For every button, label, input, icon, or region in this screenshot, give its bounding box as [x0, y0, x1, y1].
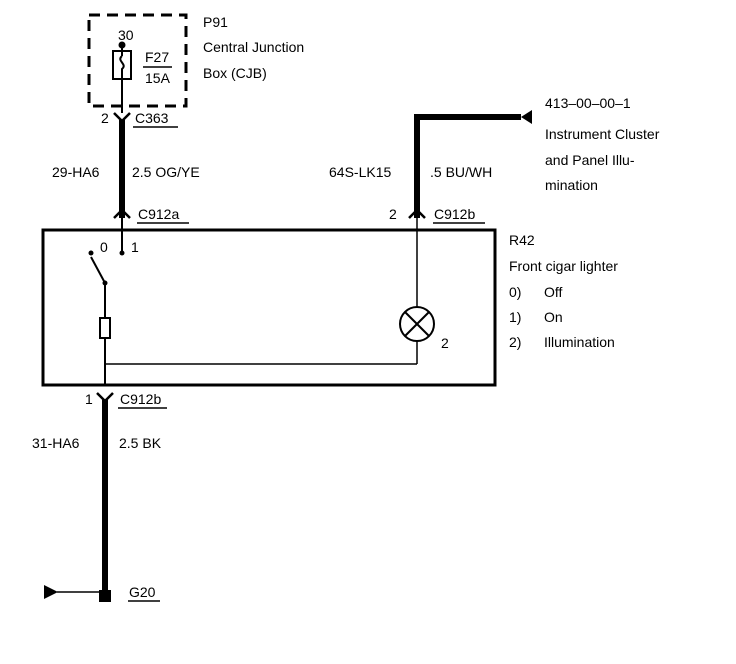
illumination-spec-label: .5 BU/WH	[430, 164, 492, 180]
switch-contact-0	[88, 250, 94, 256]
connector-c912b-top-icon	[408, 208, 426, 219]
lighter-id-label: R42	[509, 232, 535, 248]
lighter-name-label: Front cigar lighter	[509, 258, 618, 274]
legend-item-0-num: 0)	[509, 284, 521, 300]
fuse-f27-icon	[112, 41, 132, 113]
cjb-dashed-box	[87, 13, 188, 108]
legend-item-2-num: 2)	[509, 334, 521, 350]
lighter-component-box	[41, 228, 497, 387]
switch-pos-1-label: 1	[131, 239, 139, 255]
supply-spec-label: 2.5 OG/YE	[132, 164, 200, 180]
ground-circuit-label: 31-HA6	[32, 435, 80, 451]
c912a-label: C912a	[138, 206, 179, 222]
cluster-name-line2: and Panel Illu-	[545, 152, 635, 168]
supply-circuit-label: 29-HA6	[52, 164, 100, 180]
fuse-pin-label: 30	[118, 27, 134, 43]
cluster-ref-arrow-icon	[521, 110, 532, 124]
legend-item-0-text: Off	[544, 284, 563, 300]
ground-pin-label: 1	[85, 391, 93, 407]
c363-label: C363	[135, 110, 169, 126]
c912b-pin-label: 2	[389, 206, 397, 222]
fuse-rating-label: 15A	[145, 70, 171, 86]
switch-icon	[90, 256, 108, 318]
c912b-top-label: C912b	[434, 206, 475, 222]
illumination-circuit-label: 64S-LK15	[329, 164, 391, 180]
switch-contact-1	[119, 250, 125, 256]
cjb-name-line1: Central Junction	[203, 39, 304, 55]
legend-item-1-text: On	[544, 309, 563, 325]
connector-c912a-icon	[113, 208, 131, 219]
heating-element-icon	[99, 317, 111, 364]
cluster-name-line1: Instrument Cluster	[545, 126, 660, 142]
cjb-name-line2: Box (CJB)	[203, 65, 267, 81]
cjb-id-label: P91	[203, 14, 228, 30]
c912b-bottom-label: C912b	[120, 391, 161, 407]
ground-spec-label: 2.5 BK	[119, 435, 162, 451]
legend-item-2-text: Illumination	[544, 334, 615, 350]
connector-c363-icon	[113, 112, 131, 123]
switch-pos-0-label: 0	[100, 239, 108, 255]
lamp-icon	[399, 306, 435, 342]
cluster-name-line3: mination	[545, 177, 598, 193]
c363-pin-label: 2	[101, 110, 109, 126]
fuse-id-label: F27	[145, 49, 169, 65]
ground-id-label: G20	[129, 584, 156, 600]
illumination-wire	[414, 114, 521, 218]
lamp-pin-label: 2	[441, 335, 449, 351]
connector-c912b-bottom-icon	[96, 392, 114, 403]
ground-g20-icon	[44, 585, 111, 602]
cluster-ref-label: 413–00–00–1	[545, 95, 631, 111]
legend-item-1-num: 1)	[509, 309, 521, 325]
